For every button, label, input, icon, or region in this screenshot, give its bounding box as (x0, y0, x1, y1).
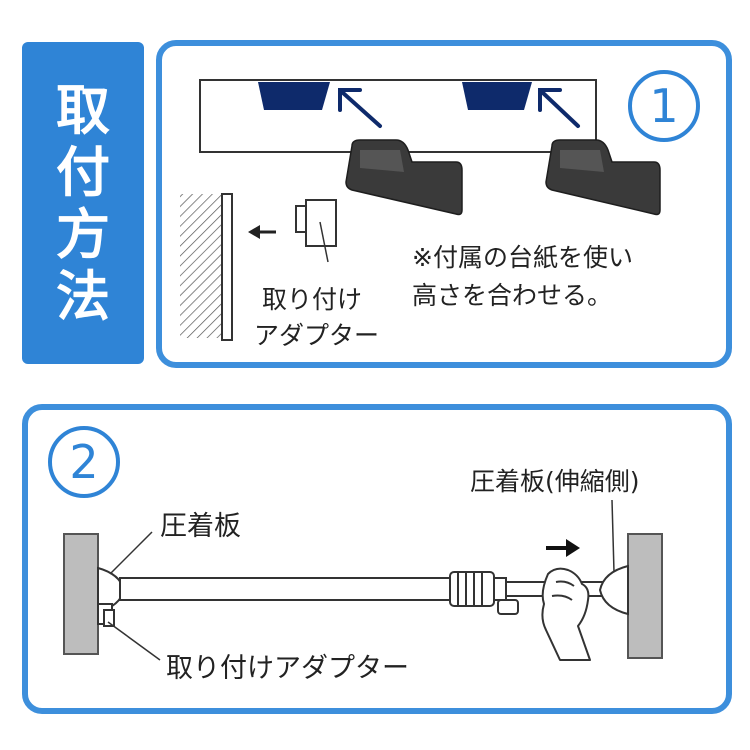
rod-lock-joint (449, 571, 519, 615)
adapter-label-line2: アダプター (254, 321, 380, 350)
step2-number: 2 (69, 435, 99, 489)
right-arrow-icon (546, 539, 580, 557)
left-wall (63, 533, 99, 655)
board-slot-left (258, 82, 330, 110)
leader-line-left-plate (109, 531, 153, 575)
title-char: 法 (56, 265, 110, 328)
insert-arrow-icon (538, 88, 580, 128)
leader-line-adapter (107, 621, 161, 661)
wall-hatched (180, 194, 224, 338)
title-char: 方 (56, 203, 110, 266)
adapter-label-line1: 取り付け (262, 285, 363, 314)
right-wall (627, 533, 663, 659)
mount-note-line2: 高さを合わせる。 (412, 281, 613, 310)
adapter-label: 取り付けアダプター (166, 653, 409, 684)
adapter-block-left (345, 139, 463, 216)
step1-number: 1 (649, 79, 679, 133)
left-arrow-icon (248, 225, 276, 239)
step1-number-badge (628, 70, 700, 142)
adapter-under-rod (97, 603, 115, 627)
wall-plate (221, 193, 233, 341)
adapter-side-view (295, 199, 337, 263)
board-slot-right (462, 82, 532, 110)
mount-note-line1: ※付属の台紙を使い (412, 243, 633, 272)
step2-number-badge (48, 426, 120, 498)
pressure-plate-label: 圧着板 (160, 511, 241, 542)
hand-icon (541, 567, 591, 661)
title-char: 取 (56, 79, 110, 142)
method-title-box: 取 付 方 法 (22, 42, 144, 364)
title-char: 付 (56, 141, 110, 204)
right-pressure-plate (598, 564, 629, 616)
pressure-plate-extend-label: 圧着板(伸縮側) (470, 467, 640, 496)
method-title: 取 付 方 法 (22, 80, 144, 328)
tension-rod-outer (119, 577, 451, 601)
insert-arrow-icon (338, 88, 382, 128)
leader-line-right-plate (611, 499, 615, 573)
adapter-block-right (545, 139, 661, 216)
